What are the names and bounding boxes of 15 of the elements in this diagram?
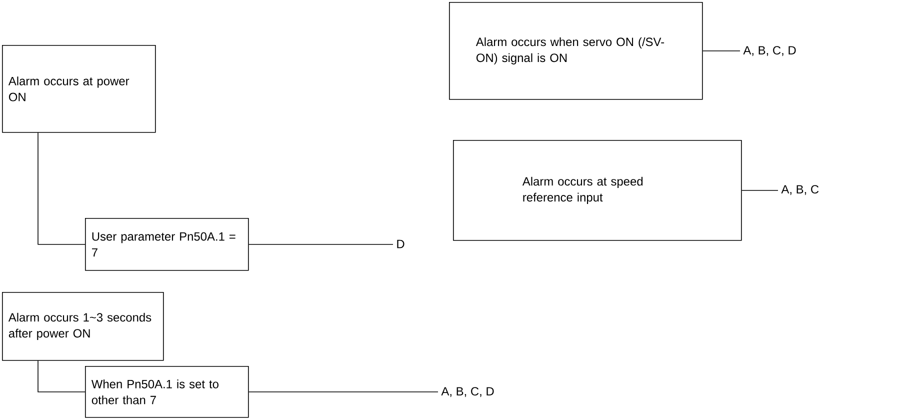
- text-box: Alarm occurs when servo ON (/SV-ON) signal is ON: [449, 2, 703, 100]
- text-box: Alarm occurs at power ON: [2, 45, 156, 133]
- connector-line: [248, 244, 394, 245]
- text-box: When Pn50A.1 is set to other than 7: [85, 366, 249, 418]
- connector-line: [702, 50, 740, 52]
- result-label: A, B, C, D: [441, 387, 494, 397]
- result-label: D: [397, 240, 404, 248]
- result-label: A, B, C, D: [743, 46, 796, 56]
- connector-line: [38, 360, 86, 392]
- connector-line: [741, 190, 778, 191]
- result-label: A, B, C: [781, 185, 819, 195]
- text-box: User parameter Pn50A.1 = 7: [85, 218, 249, 271]
- connector-line: [38, 132, 86, 245]
- text-box: Alarm occurs at speed reference input: [453, 140, 742, 241]
- text-box: Alarm occurs 1~3 seconds after power ON: [2, 292, 164, 361]
